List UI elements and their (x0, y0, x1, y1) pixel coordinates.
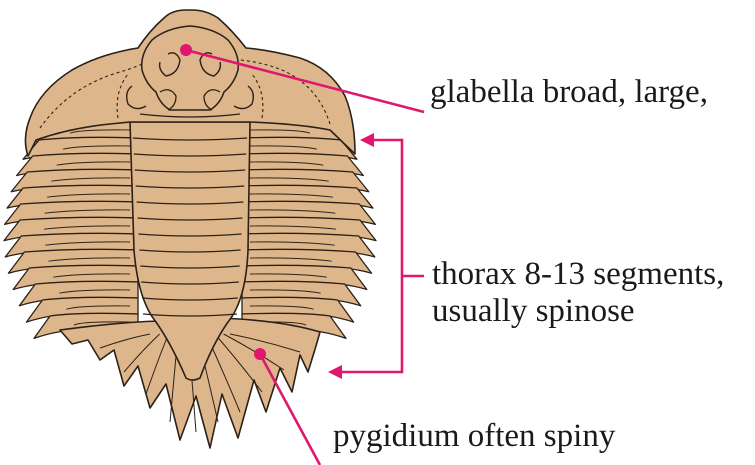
glabella-label-text: glabella broad, large, (430, 74, 708, 110)
thorax-label: thorax 8-13 segments, usually spinose (432, 256, 724, 330)
thorax-arrowhead-bottom (328, 365, 342, 379)
pygidium-label: pygidium often spiny (333, 418, 615, 455)
thorax-arrowhead-top (360, 133, 374, 147)
trilobite-body (4, 10, 376, 448)
thorax-label-line-1: thorax 8-13 segments, (432, 256, 724, 293)
thorax-label-line-2: usually spinose (432, 293, 724, 330)
pygidium-label-text: pygidium often spiny (333, 418, 615, 454)
glabella-label: glabella broad, large, (430, 74, 708, 111)
